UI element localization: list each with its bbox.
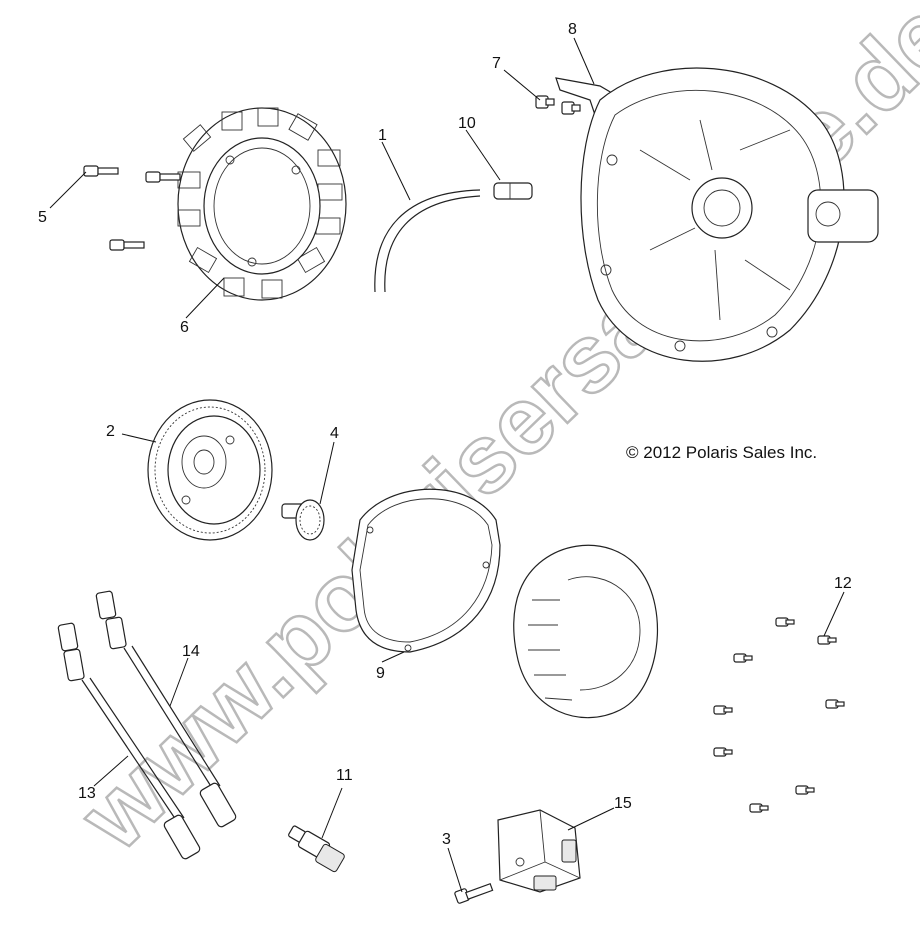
callout-8: 8: [568, 21, 577, 38]
long-bolt-part: [454, 882, 494, 904]
bracket-bolts-part: [535, 95, 581, 115]
stator-bolts-part: [83, 165, 181, 251]
callout-9: 9: [376, 665, 385, 682]
spark-plug-wire-13-part: [57, 622, 201, 860]
callout-15: 15: [614, 795, 632, 812]
stator-cover-part: [513, 544, 658, 719]
callout-3: 3: [442, 831, 451, 848]
callout-4: 4: [330, 425, 339, 442]
callout-1: 1: [378, 127, 387, 144]
cover-bolts-part: [713, 617, 845, 813]
spark-plug-part: [288, 825, 345, 873]
callout-labels: 1 2 3 4 5 6 7 8 9 10 11 12 13 14 15: [38, 21, 852, 848]
callout-5: 5: [38, 209, 47, 226]
callout-13: 13: [78, 785, 96, 802]
callout-10: 10: [458, 115, 476, 132]
callout-12: 12: [834, 575, 852, 592]
copyright-notice: © 2012 Polaris Sales Inc.: [626, 443, 817, 462]
dowel-pin-part: [493, 182, 533, 200]
flywheel-part: [147, 399, 273, 541]
wire-ring-part: [374, 189, 481, 293]
spark-plug-wire-14-part: [95, 590, 237, 828]
callout-2: 2: [106, 423, 115, 440]
callout-7: 7: [492, 55, 501, 72]
callout-11: 11: [336, 767, 353, 784]
ignition-module-part: [497, 809, 581, 893]
engine-housing-part: [580, 67, 879, 362]
gasket-part: [351, 488, 501, 653]
stator-part: [177, 107, 347, 301]
callout-6: 6: [180, 319, 189, 336]
leader-lines: [49, 37, 845, 893]
starter-gear-part: [281, 499, 325, 541]
callout-14: 14: [182, 643, 200, 660]
